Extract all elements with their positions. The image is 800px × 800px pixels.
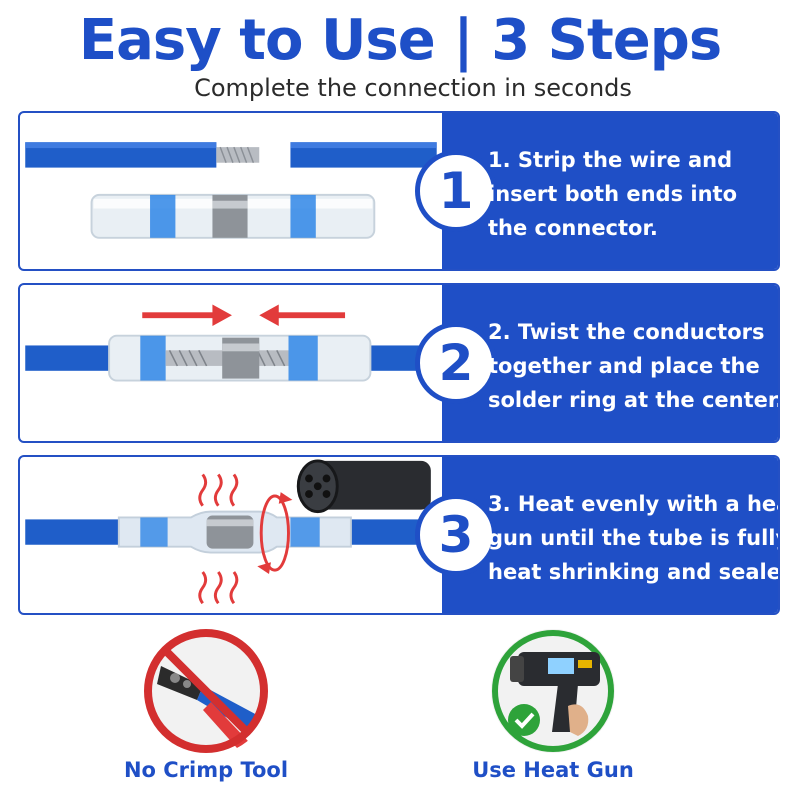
step-1-text: 1. Strip the wire and insert both ends i… <box>488 143 778 245</box>
step-2-card: 2 2. Twist the conductors together and p… <box>18 283 780 443</box>
step-2-badge: 2 <box>415 322 497 404</box>
step-1-card: 1 1. Strip the wire and insert both ends… <box>18 111 780 271</box>
step-3-text: 3. Heat evenly with a heat gun until the… <box>488 487 780 589</box>
step-1-line-1: 1. Strip the wire and <box>488 148 733 172</box>
checkmark-icon <box>508 704 540 736</box>
heat-waves-top-icon <box>198 473 239 507</box>
step-3-card: 3 3. Heat evenly with a heat gun until t… <box>18 455 780 615</box>
step-2-panel <box>442 285 778 441</box>
heat-gun-nozzle-icon <box>296 459 431 514</box>
step-1-line-3: the connector. <box>488 216 658 240</box>
step-1-panel <box>442 113 778 269</box>
use-heat-gun-label: Use Heat Gun <box>472 758 634 782</box>
step-2-line-3: solder ring at the center. <box>488 388 780 412</box>
twist-conductors-illustration <box>25 304 437 382</box>
sealing-ring-left <box>150 194 176 238</box>
step-3-badge: 3 <box>415 494 497 576</box>
use-heat-gun-icon <box>491 629 615 753</box>
step-1-line-2: insert both ends into <box>488 182 738 206</box>
sealing-ring-right <box>290 194 316 238</box>
step-2-line-2: together and place the <box>488 354 760 378</box>
step-3-line-2: gun until the tube is fully <box>488 526 780 550</box>
step-2-text: 2. Twist the conductors together and pla… <box>488 315 780 417</box>
page-subtitle: Complete the connection in seconds <box>194 74 632 102</box>
push-right-arrow-icon <box>142 304 232 326</box>
rotate-arrow-icon <box>259 494 290 572</box>
no-crimp-tool-icon <box>144 629 268 753</box>
prohibited-icon <box>144 629 268 753</box>
heat-gun-icon <box>510 652 600 736</box>
page-title: Easy to Use | 3 Steps <box>78 8 722 73</box>
heat-shrink-illustration <box>25 459 437 605</box>
step-1-badge: 1 <box>415 150 497 232</box>
step-3-line-1: 3. Heat evenly with a heat <box>488 492 780 516</box>
step-3-panel <box>442 457 778 613</box>
no-crimp-tool-label: No Crimp Tool <box>123 758 289 782</box>
strip-wire-illustration <box>25 142 437 239</box>
step-3-line-3: heat shrinking and sealed. <box>488 560 780 584</box>
push-left-arrow-icon <box>259 304 346 326</box>
step-2-line-1: 2. Twist the conductors <box>488 320 765 344</box>
heat-waves-bottom-icon <box>198 571 239 605</box>
